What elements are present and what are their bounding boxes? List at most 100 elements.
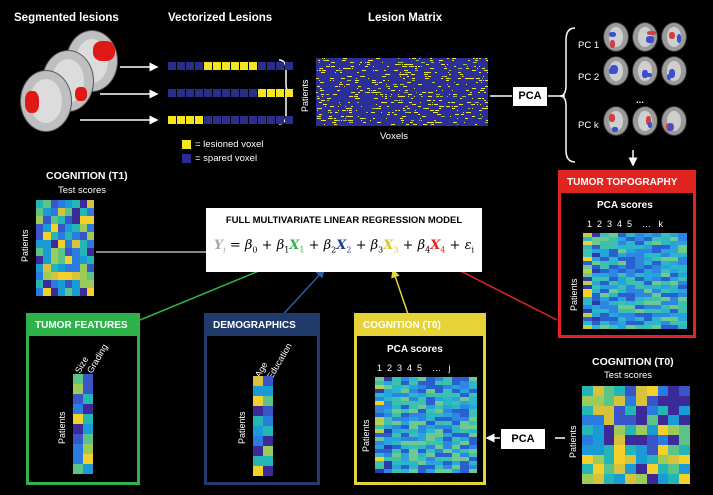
- lesion-matrix-mark: [360, 118, 364, 119]
- heatmap-cell: [669, 317, 679, 321]
- heatmap-cell: [86, 240, 94, 248]
- heatmap-cell: [625, 435, 636, 445]
- lesion-matrix-mark: [466, 84, 467, 85]
- heatmap-cell: [617, 325, 627, 329]
- heatmap-cell: [468, 421, 477, 425]
- spared-voxel: [267, 116, 275, 124]
- heatmap-cell: [668, 425, 680, 435]
- heatmap-cell: [392, 421, 401, 425]
- heatmap-cell: [468, 457, 477, 461]
- lesion-matrix-mark: [387, 66, 389, 67]
- lesion-matrix-mark: [391, 124, 395, 125]
- heatmap-cell: [375, 469, 384, 473]
- lesion-matrix-mark: [412, 104, 416, 105]
- heatmap-cell: [86, 272, 94, 280]
- heatmap-cell: [583, 301, 592, 305]
- heatmap-cell: [86, 224, 94, 232]
- heatmap-cell: [392, 405, 401, 409]
- heatmap-cell: [468, 461, 477, 465]
- lesion-matrix-mark: [329, 64, 330, 65]
- heatmap-cell: [460, 397, 469, 401]
- lesion-matrix-mark: [485, 58, 487, 59]
- heatmap-cell: [73, 444, 83, 454]
- heatmap-cell: [643, 261, 653, 265]
- lesion-matrix-mark: [480, 104, 481, 105]
- heatmap-cell: [617, 261, 627, 265]
- lesion-matrix-mark: [327, 100, 329, 101]
- heatmap-cell: [636, 474, 647, 484]
- lesion-matrix-mark: [355, 82, 358, 83]
- lesion-matrix-mark: [401, 102, 403, 103]
- heatmap-cell: [36, 216, 44, 224]
- heatmap-cell: [36, 272, 44, 280]
- lesion-matrix-mark: [484, 92, 486, 93]
- heatmap-cell: [392, 465, 401, 469]
- heatmap-cell: [617, 305, 627, 309]
- tumor-features-title: TUMOR FEATURES: [29, 316, 137, 336]
- heatmap-cell: [65, 288, 73, 296]
- heatmap-cell: [669, 257, 679, 261]
- lesion-matrix-mark: [370, 60, 373, 61]
- lesion-matrix-mark: [466, 68, 469, 69]
- lesion-matrix-mark: [317, 110, 318, 111]
- pc-brain-slice: [632, 56, 658, 86]
- eq-y: Y: [213, 238, 224, 253]
- lesion-matrix-mark: [319, 114, 321, 115]
- heatmap-cell: [636, 425, 647, 435]
- heatmap-cell: [626, 293, 635, 297]
- lesion-matrix-mark: [346, 116, 348, 117]
- lesion-matrix-mark: [418, 66, 420, 67]
- heatmap-cell: [626, 285, 635, 289]
- tumor-features-patients-label: Patients: [57, 411, 67, 444]
- heatmap-cell: [375, 449, 384, 453]
- heatmap-cell: [57, 256, 65, 264]
- heatmap-cell: [626, 245, 635, 249]
- heatmap-cell: [609, 253, 618, 257]
- tumor-topography-pca-label: PCA scores: [597, 200, 653, 211]
- lesion-matrix-mark: [343, 68, 347, 69]
- heatmap-cell: [375, 389, 384, 393]
- heatmap-cell: [652, 325, 661, 329]
- lesion-matrix-mark: [402, 122, 403, 123]
- lesion-matrix-mark: [482, 108, 486, 109]
- heatmap-cell: [635, 309, 644, 313]
- heatmap-cell: [591, 281, 601, 285]
- lesion-matrix-mark: [439, 100, 442, 101]
- heatmap-cell: [57, 248, 65, 256]
- lesion-matrix-mark: [371, 92, 372, 93]
- lesion-matrix-mark: [422, 92, 426, 93]
- heatmap-cell: [609, 261, 618, 265]
- lesion-matrix-mark: [427, 100, 431, 101]
- lesion-matrix-mark: [480, 114, 481, 115]
- lesion-matrix-mark: [408, 72, 411, 73]
- lesion-matrix-mark: [465, 118, 468, 119]
- lesion-matrix-mark: [319, 102, 322, 103]
- heatmap-cell: [72, 280, 80, 288]
- tumor-topography-title: TUMOR TOPOGRAPHY: [561, 173, 693, 193]
- lesion-matrix-mark: [403, 78, 405, 79]
- heatmap-cell: [669, 233, 679, 237]
- heatmap-cell: [583, 273, 592, 277]
- lesion-matrix-mark: [358, 86, 361, 87]
- heatmap-cell: [678, 237, 687, 241]
- heatmap-cell: [73, 454, 83, 464]
- lesion-matrix-mark: [441, 116, 445, 117]
- lesion-matrix-mark: [350, 120, 353, 121]
- lesion-vector-2: [168, 89, 293, 97]
- heatmap-cell: [609, 257, 618, 261]
- lesion-matrix-mark: [485, 102, 488, 103]
- lesion-matrix-mark: [452, 58, 456, 59]
- lesion-matrix-mark: [484, 100, 486, 101]
- heatmap-cell: [468, 409, 477, 413]
- heatmap-cell: [451, 385, 460, 389]
- lesion-matrix-mark: [437, 110, 438, 111]
- lesion-matrix-mark: [421, 62, 425, 63]
- heatmap-cell: [451, 441, 460, 445]
- heatmap-cell: [73, 374, 83, 384]
- heatmap-cell: [468, 405, 477, 409]
- heatmap-cell: [460, 433, 469, 437]
- lesion-matrix-mark: [479, 66, 480, 67]
- lesion-matrix-mark: [340, 104, 341, 105]
- lesion-matrix-mark: [376, 108, 377, 109]
- lesion-matrix-mark: [479, 58, 481, 59]
